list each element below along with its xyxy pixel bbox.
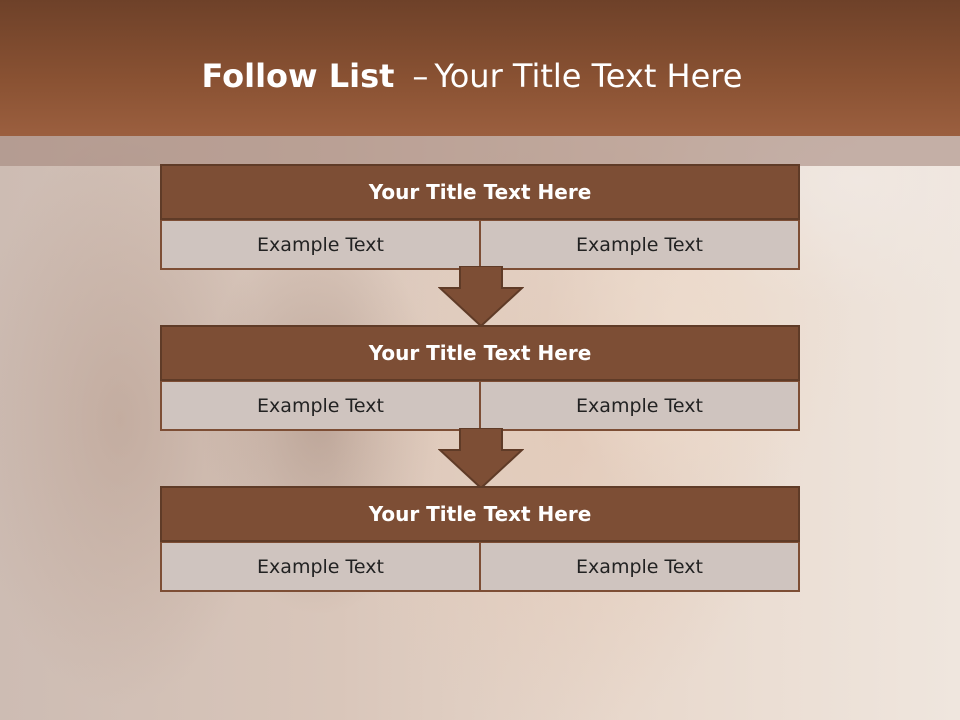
step-block-2: Your Title Text Here Example Text Exampl… bbox=[160, 325, 800, 431]
down-arrow-icon bbox=[438, 266, 524, 328]
slide-title-separator: – bbox=[412, 57, 429, 95]
header-bar bbox=[0, 0, 960, 136]
step-right-cell: Example Text bbox=[480, 542, 800, 592]
step-title: Your Title Text Here bbox=[160, 164, 800, 220]
step-row: Example Text Example Text bbox=[160, 220, 800, 270]
slide-title-rest: Your Title Text Here bbox=[434, 57, 743, 95]
step-title: Your Title Text Here bbox=[160, 325, 800, 381]
header-strip bbox=[0, 136, 960, 166]
down-arrow-icon bbox=[438, 428, 524, 490]
step-block-3: Your Title Text Here Example Text Exampl… bbox=[160, 486, 800, 592]
step-row: Example Text Example Text bbox=[160, 381, 800, 431]
step-title: Your Title Text Here bbox=[160, 486, 800, 542]
step-left-cell: Example Text bbox=[160, 220, 480, 270]
step-right-cell: Example Text bbox=[480, 220, 800, 270]
step-right-cell: Example Text bbox=[480, 381, 800, 431]
step-block-1: Your Title Text Here Example Text Exampl… bbox=[160, 164, 800, 270]
step-left-cell: Example Text bbox=[160, 381, 480, 431]
step-left-cell: Example Text bbox=[160, 542, 480, 592]
step-row: Example Text Example Text bbox=[160, 542, 800, 592]
slide-title: Follow List–Your Title Text Here bbox=[0, 52, 944, 100]
slide-title-bold: Follow List bbox=[201, 57, 395, 95]
